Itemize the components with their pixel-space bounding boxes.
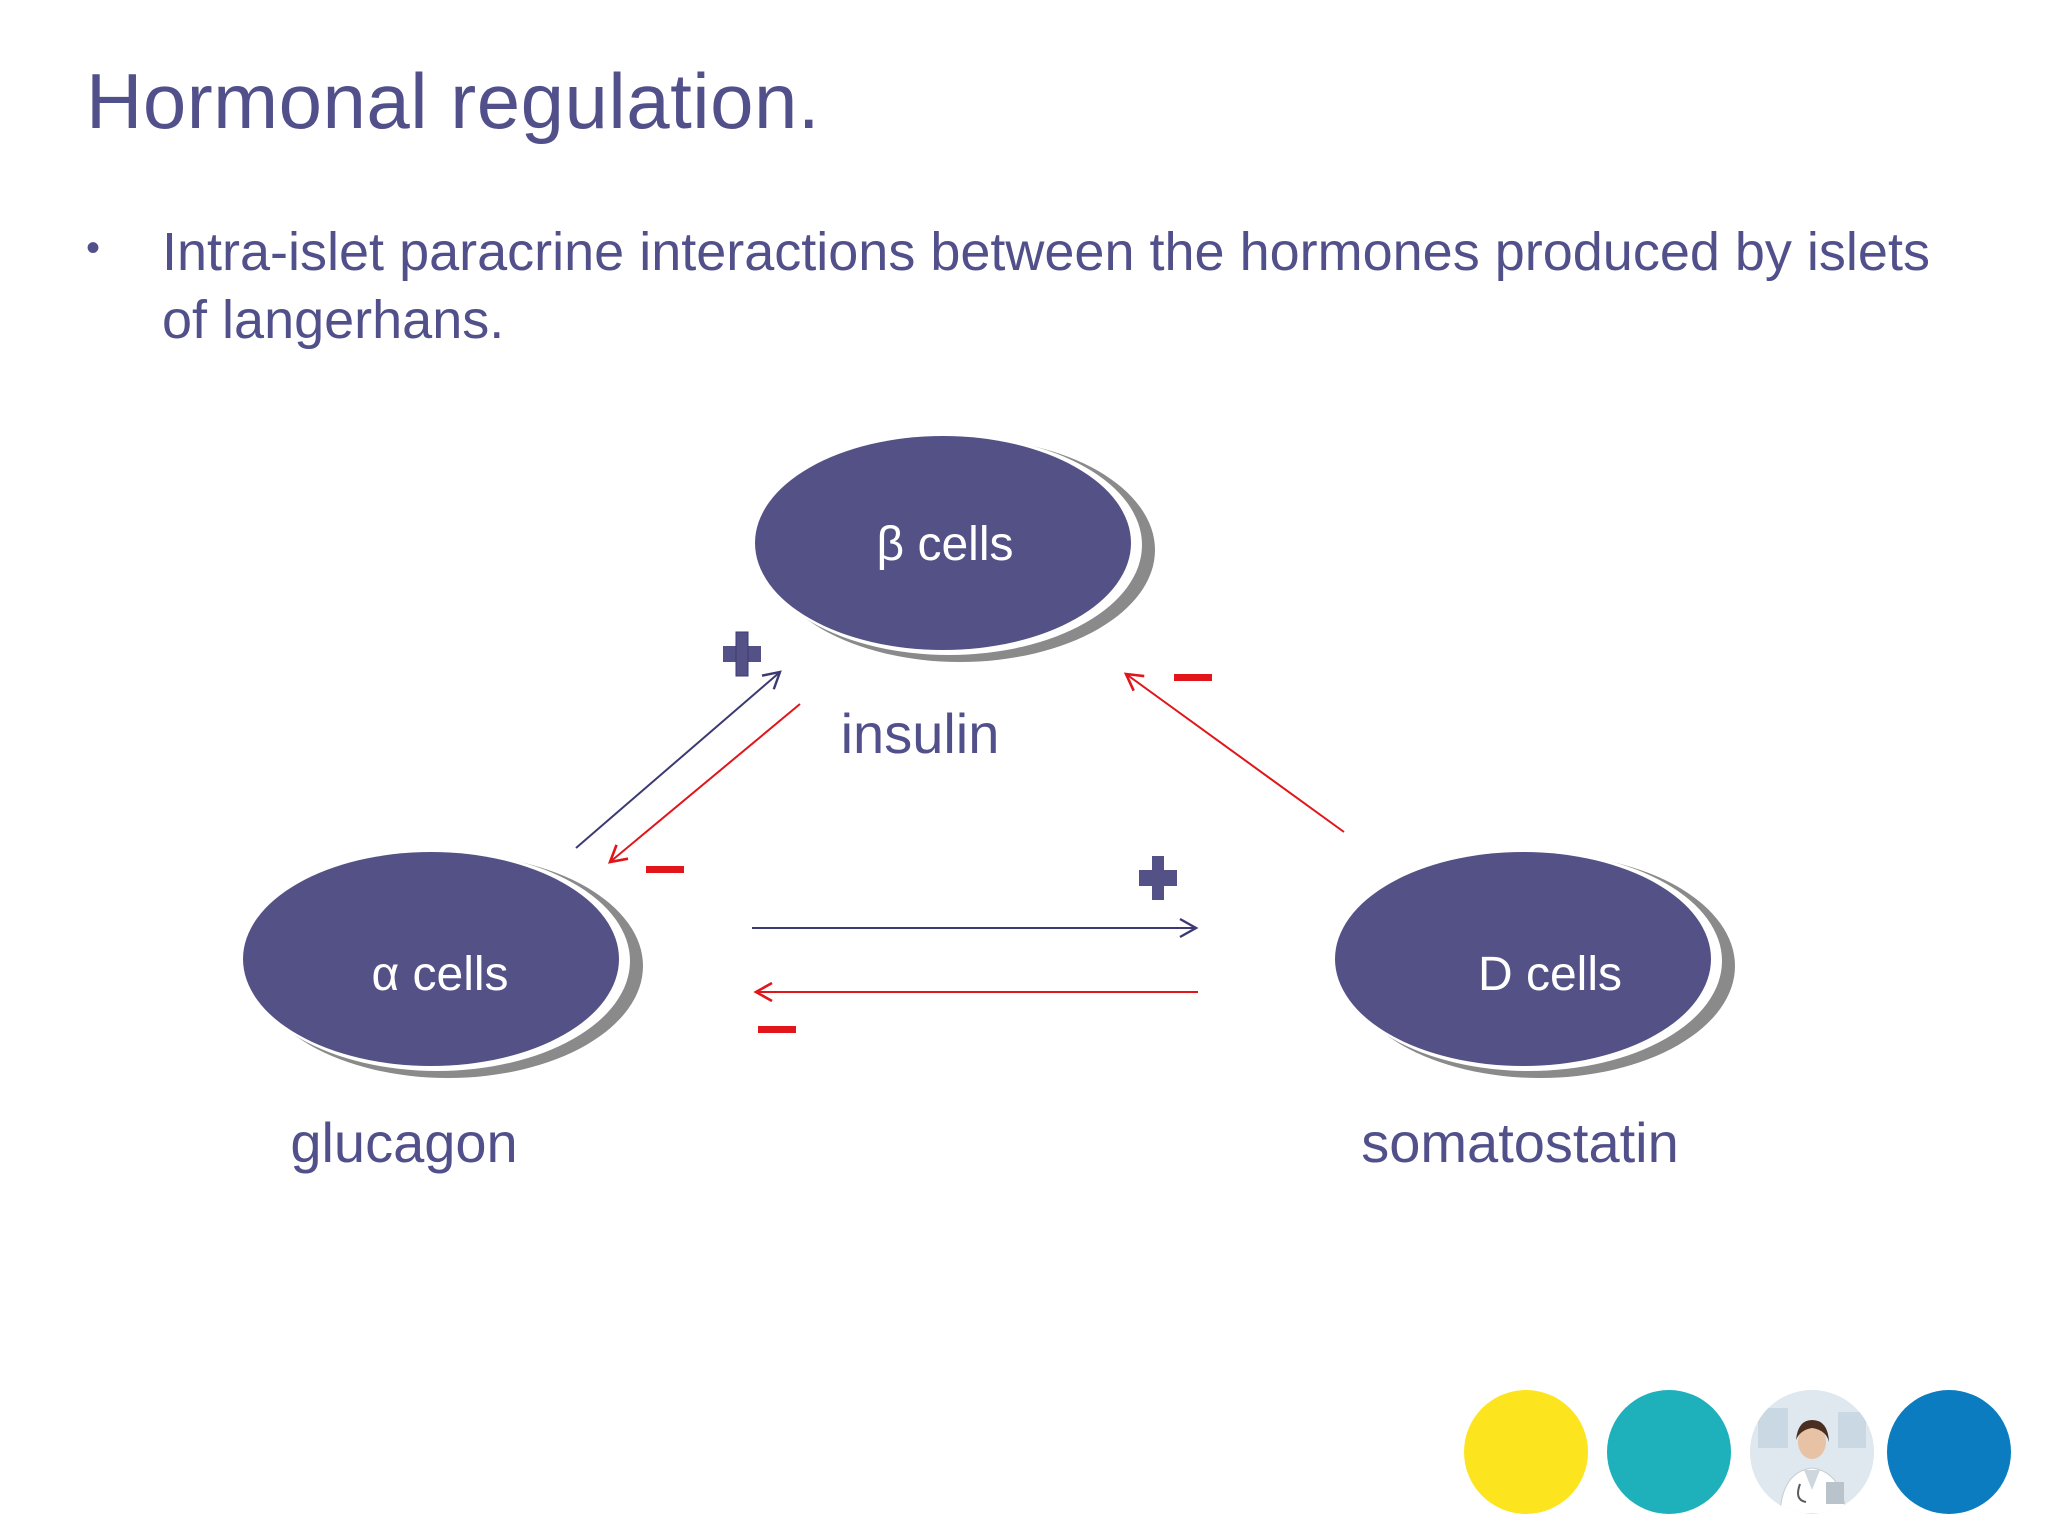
minus-sign-icon — [1174, 674, 1212, 681]
plus-sign-icon — [723, 631, 761, 677]
glucagon-label: glucagon — [290, 1111, 517, 1174]
plus-sign-icon — [1139, 856, 1177, 900]
slide-title: Hormonal regulation. — [86, 57, 821, 145]
somatostatin-label: somatostatin — [1361, 1111, 1679, 1174]
insulin-label: insulin — [841, 702, 1000, 765]
beta-cells-label: β cells — [877, 518, 1014, 571]
minus-sign-icon — [646, 866, 684, 873]
bullet-text: Intra-islet paracrine interactions betwe… — [162, 222, 1930, 350]
alpha-to-beta-arrow — [575, 670, 782, 849]
bullet-dot-icon: • — [86, 226, 101, 270]
alpha-cells-node: α cells — [243, 851, 643, 1078]
delta-to-beta-arrow — [1123, 672, 1345, 833]
yellow-dot-icon — [1464, 1390, 1588, 1514]
blue-dot-icon — [1887, 1390, 2011, 1514]
beta-cells-node: β cells — [755, 435, 1155, 662]
beta-to-alpha-arrow — [607, 703, 801, 864]
minus-sign-icon — [758, 1026, 796, 1033]
alpha-cells-ellipse — [243, 852, 619, 1066]
doctor-photo-icon — [1750, 1390, 1874, 1514]
delta-cells-label: D cells — [1478, 948, 1622, 1001]
delta-cells-ellipse — [1335, 852, 1711, 1066]
delta-cells-node: D cells — [1335, 851, 1735, 1078]
teal-dot-icon — [1607, 1390, 1731, 1514]
beta-cells-ellipse — [755, 436, 1131, 650]
alpha-cells-label: α cells — [371, 948, 508, 1001]
decorative-dots — [1462, 1390, 2022, 1516]
